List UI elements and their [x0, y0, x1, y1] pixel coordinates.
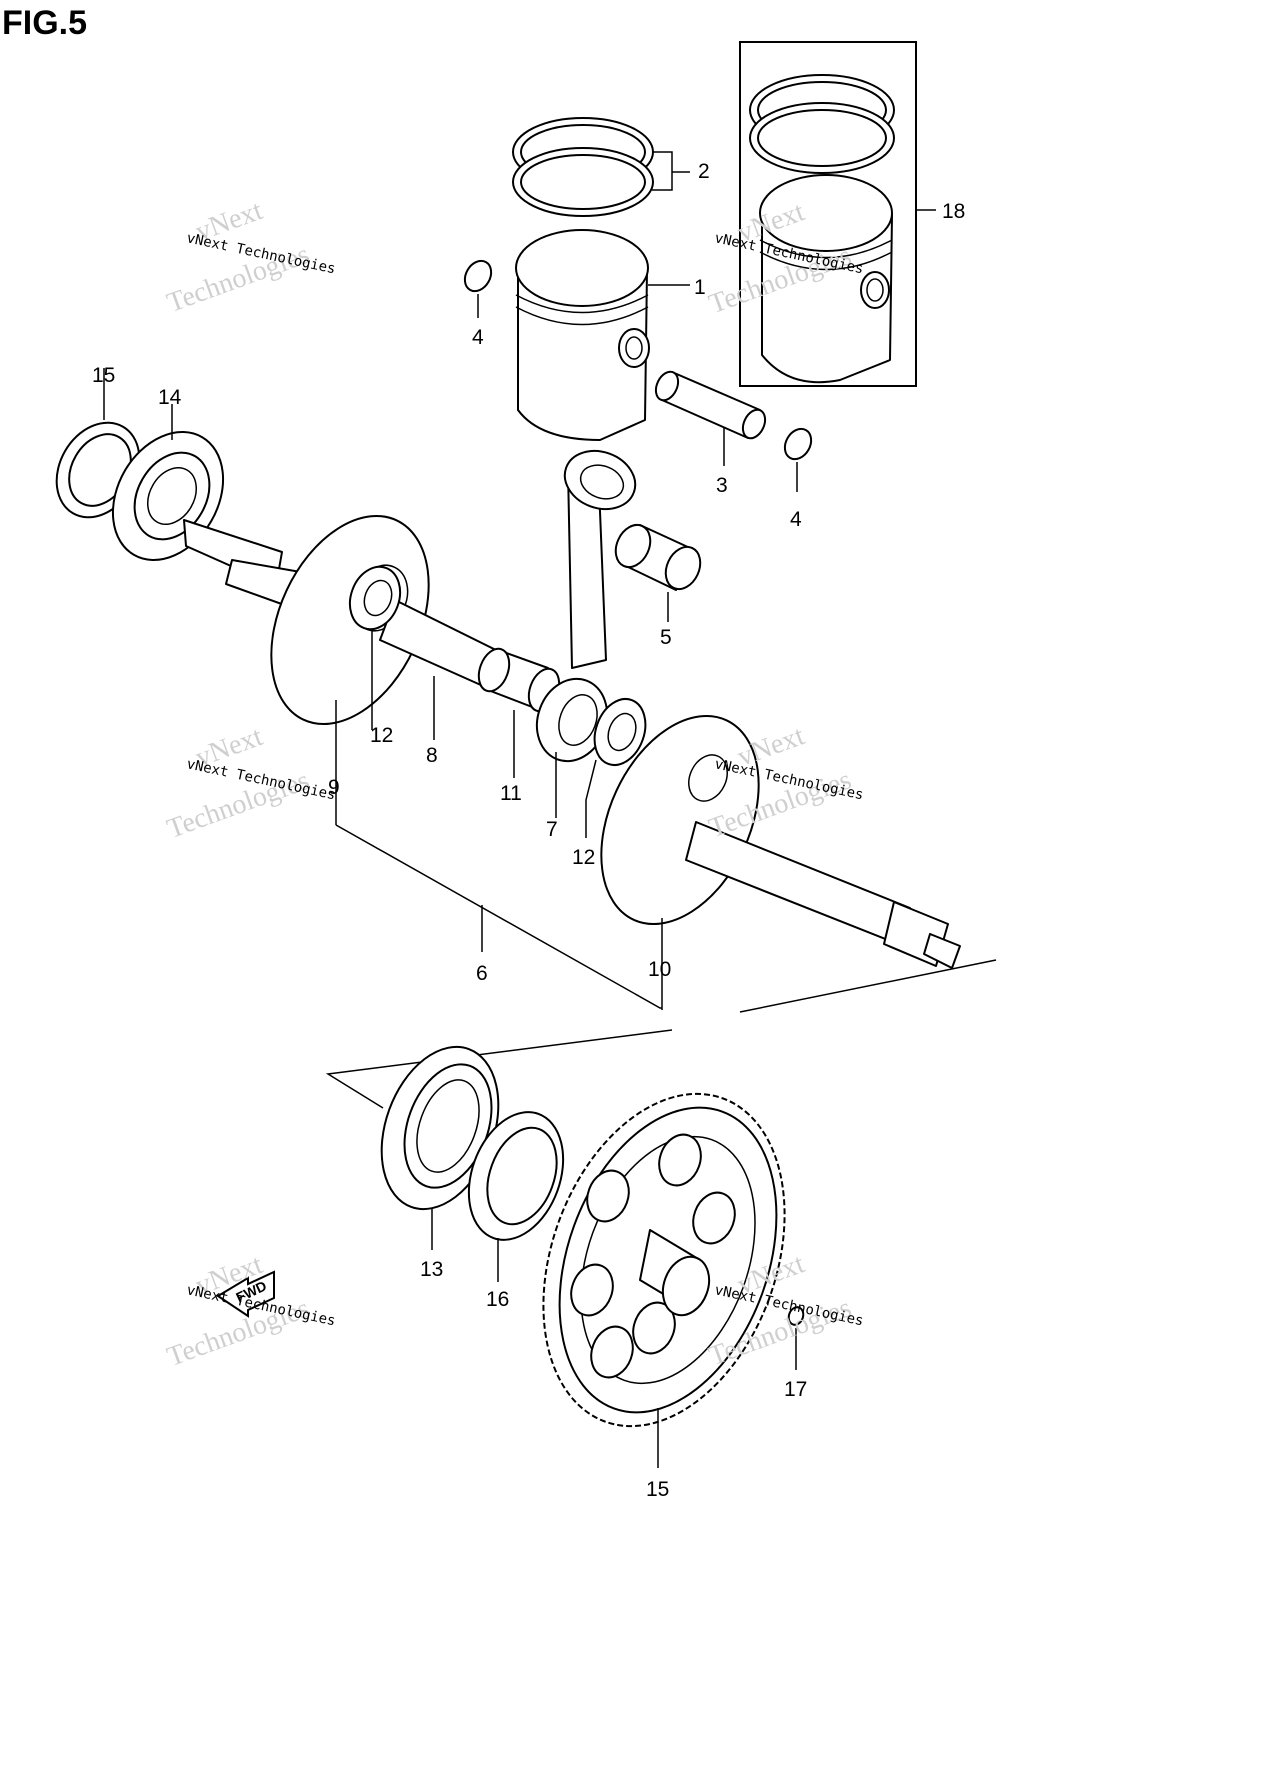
callout-1: 1 [694, 276, 706, 299]
assembly-bracket [325, 824, 997, 1109]
piston-pin [654, 370, 767, 466]
callout-17: 17 [784, 1378, 807, 1401]
callout-labels: 2 1 18 4 3 4 5 15 14 12 8 9 11 7 12 6 10… [92, 160, 965, 1501]
starter-gear [542, 1092, 786, 1468]
callout-2: 2 [698, 160, 710, 183]
callout-15-top: 15 [92, 364, 115, 387]
piston-kit-frame [739, 41, 917, 387]
callout-16: 15 [646, 1478, 669, 1501]
fwd-arrow: FWD [216, 1270, 275, 1318]
callout-4-left: 4 [472, 326, 484, 349]
callout-18: 18 [942, 200, 965, 223]
thrust-washer-right [585, 698, 647, 838]
callout-6: 6 [476, 962, 488, 985]
piston-rings [512, 117, 690, 217]
oil-seal-right [467, 1111, 565, 1282]
callout-10: 10 [648, 958, 671, 981]
crank-half-right [600, 715, 961, 1010]
watermark-1: vNext Technologies vNext Technologies [163, 195, 337, 319]
figure-title: FIG.5 [2, 4, 87, 42]
callout-8: 8 [426, 744, 438, 767]
callout-4-right: 4 [790, 508, 802, 531]
callout-9: 9 [328, 776, 340, 799]
circlip-left [463, 259, 493, 318]
circlip-right [783, 427, 813, 492]
callout-12-left: 12 [370, 724, 393, 747]
callout-13: 13 [420, 1258, 443, 1281]
woodruff-key [787, 1306, 805, 1370]
connecting-rod [535, 449, 637, 818]
piston-kit-assembly [739, 41, 917, 387]
callout-5: 5 [660, 626, 672, 649]
bearing-right [380, 1045, 500, 1250]
callout-14: 14 [158, 386, 182, 409]
thrust-washer-left [348, 565, 402, 631]
small-end-bearing [614, 523, 702, 622]
callout-3: 3 [716, 474, 728, 497]
callout-7: 7 [546, 818, 558, 841]
piston [515, 229, 690, 441]
watermark-3: vNext Technologies vNext Technologies [163, 721, 337, 845]
callout-11: 11 [500, 782, 522, 805]
callout-12-right: 12 [572, 846, 595, 869]
callout-15-bottom: 16 [486, 1288, 509, 1311]
watermark-5: vNext Technologies vNext Technologies [163, 1249, 337, 1373]
